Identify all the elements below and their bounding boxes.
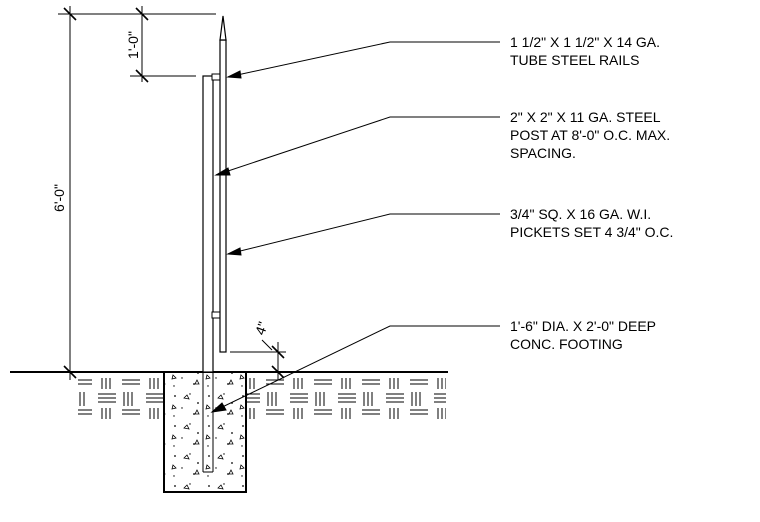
- callout-post: 2" X 2" X 11 GA. STEEL POST AT 8'-0" O.C…: [510, 109, 670, 161]
- concrete-footing: [163, 372, 247, 493]
- svg-text:SPACING.: SPACING.: [510, 145, 576, 161]
- dimension-picket-clearance-label: 4": [252, 320, 271, 337]
- picket: [219, 15, 227, 353]
- svg-text:2" X 2" X 11 GA. STEEL: 2" X 2" X 11 GA. STEEL: [510, 109, 661, 125]
- earth-hatch: [78, 376, 446, 420]
- dimension-overall-height: [58, 6, 216, 380]
- embedded-post: [202, 372, 214, 473]
- leaders: [210, 41, 500, 413]
- dimension-picket-clearance: [230, 339, 286, 380]
- svg-text:3/4" SQ. X 16 GA. W.I.: 3/4" SQ. X 16 GA. W.I.: [510, 206, 651, 222]
- svg-text:1 1/2" X 1 1/2" X 14 GA.: 1 1/2" X 1 1/2" X 14 GA.: [510, 34, 660, 50]
- dimension-picket-extension: [130, 6, 196, 83]
- steel-post: [202, 75, 214, 373]
- callout-footing: 1'-6" DIA. X 2'-0" DEEP CONC. FOOTING: [510, 318, 656, 352]
- svg-text:1'-6" DIA. X 2'-0" DEEP: 1'-6" DIA. X 2'-0" DEEP: [510, 318, 656, 334]
- svg-text:POST AT 8'-0" O.C. MAX.: POST AT 8'-0" O.C. MAX.: [510, 127, 670, 143]
- callout-pickets: 3/4" SQ. X 16 GA. W.I. PICKETS SET 4 3/4…: [510, 206, 673, 240]
- svg-text:TUBE STEEL RAILS: TUBE STEEL RAILS: [510, 52, 639, 68]
- dimension-overall-height-label: 6'-0": [51, 184, 67, 212]
- svg-text:CONC. FOOTING: CONC. FOOTING: [510, 336, 623, 352]
- callout-rails: 1 1/2" X 1 1/2" X 14 GA. TUBE STEEL RAIL…: [510, 34, 660, 68]
- svg-text:PICKETS SET 4 3/4" O.C.: PICKETS SET 4 3/4" O.C.: [510, 224, 673, 240]
- dimension-picket-extension-label: 1'-0": [125, 31, 141, 59]
